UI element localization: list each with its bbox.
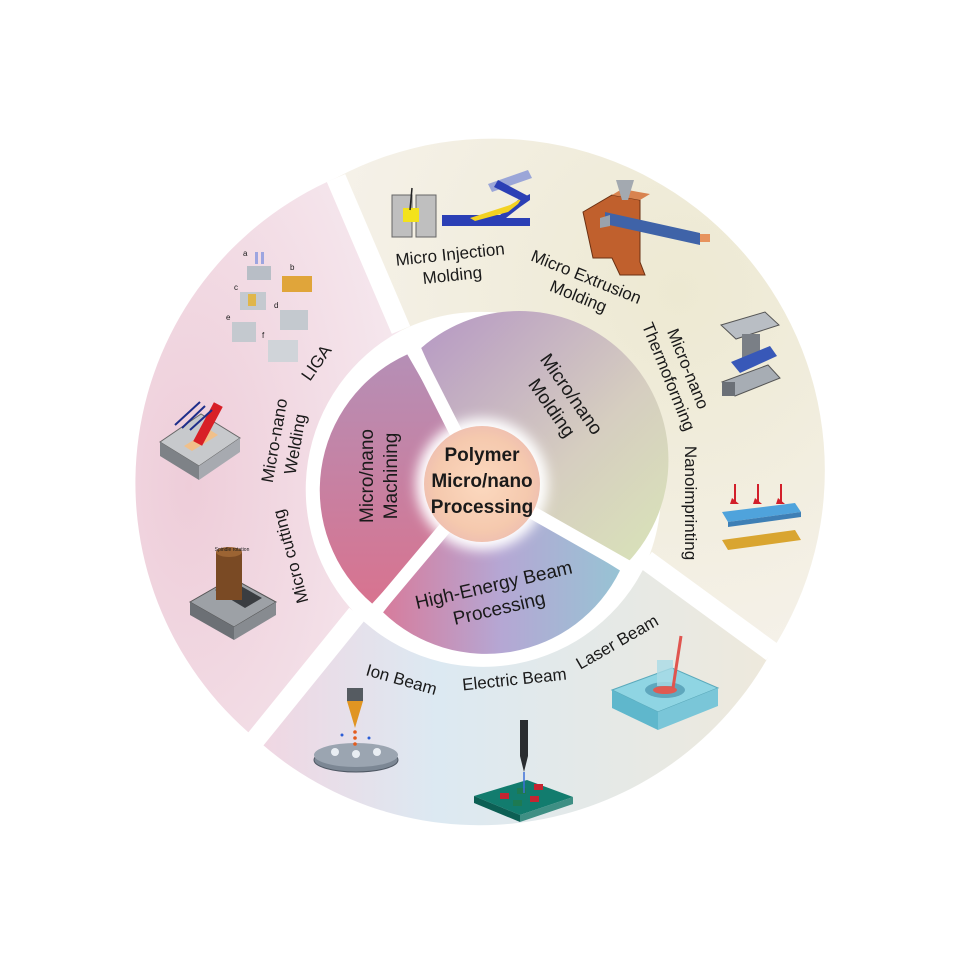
- molding-inner-wedge: [421, 311, 669, 563]
- center-core: [424, 426, 540, 542]
- micro-cutting-illustration: Spindle rotation: [188, 547, 278, 640]
- liga-letter-e: e: [226, 313, 231, 322]
- separator-top: [326, 174, 411, 334]
- machining-label-line2: Machining: [381, 433, 402, 520]
- welding-illustration: [159, 401, 241, 480]
- separator-right: [640, 551, 778, 661]
- machining-label-line1: Micro/nano: [357, 429, 378, 523]
- center-title-line2: Micro/nano: [431, 471, 532, 492]
- separator-left: [247, 607, 365, 747]
- liga-letter-b: b: [290, 263, 295, 272]
- liga-letter-f: f: [262, 331, 265, 340]
- liga-letter-d: d: [274, 301, 278, 310]
- injection-molding-illustration: [391, 170, 532, 238]
- ion-beam-illustration: [313, 688, 399, 773]
- cutting-tool-caption: Spindle rotation: [215, 547, 250, 553]
- extrusion-molding-illustration: [582, 180, 710, 276]
- beam-inner-wedge: [383, 484, 620, 654]
- nanoimprinting-label: Nanoimprinting: [681, 446, 700, 560]
- nanoimprinting-illustration: [722, 484, 801, 550]
- machining-category-label: Micro/nano Machining: [357, 429, 402, 523]
- nanoimprinting-label-text: Nanoimprinting: [681, 446, 700, 560]
- center-title-line3: Processing: [431, 497, 533, 518]
- liga-letter-c: c: [234, 283, 238, 292]
- thermoforming-illustration: [720, 311, 781, 397]
- laser-beam-illustration: [610, 635, 720, 730]
- liga-letter-a: a: [243, 249, 248, 258]
- electric-beam-illustration: [474, 720, 573, 822]
- liga-illustration: a b c d e f: [226, 249, 312, 362]
- center-title-line1: Polymer: [445, 445, 521, 466]
- molding-ring-sector: [336, 138, 825, 652]
